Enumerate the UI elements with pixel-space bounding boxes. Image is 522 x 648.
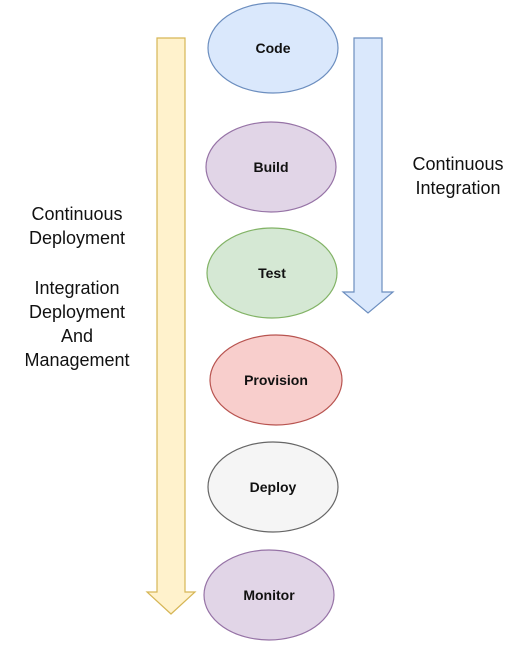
cd-label-line-1: Continuous bbox=[31, 204, 123, 224]
stage-provision-shape bbox=[209, 334, 343, 426]
stage-test: Test bbox=[206, 227, 338, 319]
continuous-deployment-arrow bbox=[145, 37, 197, 615]
ci-label-line-2: Integration bbox=[415, 178, 501, 198]
stage-deploy-label: Deploy bbox=[250, 479, 297, 495]
stage-build: Build bbox=[205, 121, 337, 213]
stage-code-label: Code bbox=[256, 40, 291, 56]
stage-deploy-shape bbox=[207, 441, 339, 533]
stage-provision-label: Provision bbox=[244, 372, 308, 388]
cd-label-line-5: And bbox=[60, 326, 94, 346]
cd-label-line-3: Integration bbox=[34, 278, 120, 298]
continuous-integration-label: Continuous Integration bbox=[394, 152, 522, 200]
stage-monitor-shape bbox=[203, 549, 335, 641]
cd-label-line-2: Deployment bbox=[28, 228, 126, 248]
stage-test-shape bbox=[206, 227, 338, 319]
ci-label-line-1: Continuous bbox=[412, 154, 504, 174]
cd-label-gap bbox=[6, 250, 148, 276]
stage-monitor: Monitor bbox=[203, 549, 335, 641]
cd-label-line-4: Deployment bbox=[28, 302, 126, 322]
stage-monitor-label: Monitor bbox=[243, 587, 295, 603]
cd-label-line-6: Management bbox=[24, 350, 130, 370]
stage-code: Code bbox=[207, 2, 339, 94]
stage-code-shape bbox=[207, 2, 339, 94]
stage-provision: Provision bbox=[209, 334, 343, 426]
stage-build-shape bbox=[205, 121, 337, 213]
continuous-integration-arrow bbox=[341, 37, 395, 314]
continuous-deployment-label: Continuous Deployment Integration Deploy… bbox=[6, 202, 148, 372]
stage-build-label: Build bbox=[254, 159, 289, 175]
stage-test-label: Test bbox=[258, 265, 286, 281]
stage-deploy: Deploy bbox=[207, 441, 339, 533]
